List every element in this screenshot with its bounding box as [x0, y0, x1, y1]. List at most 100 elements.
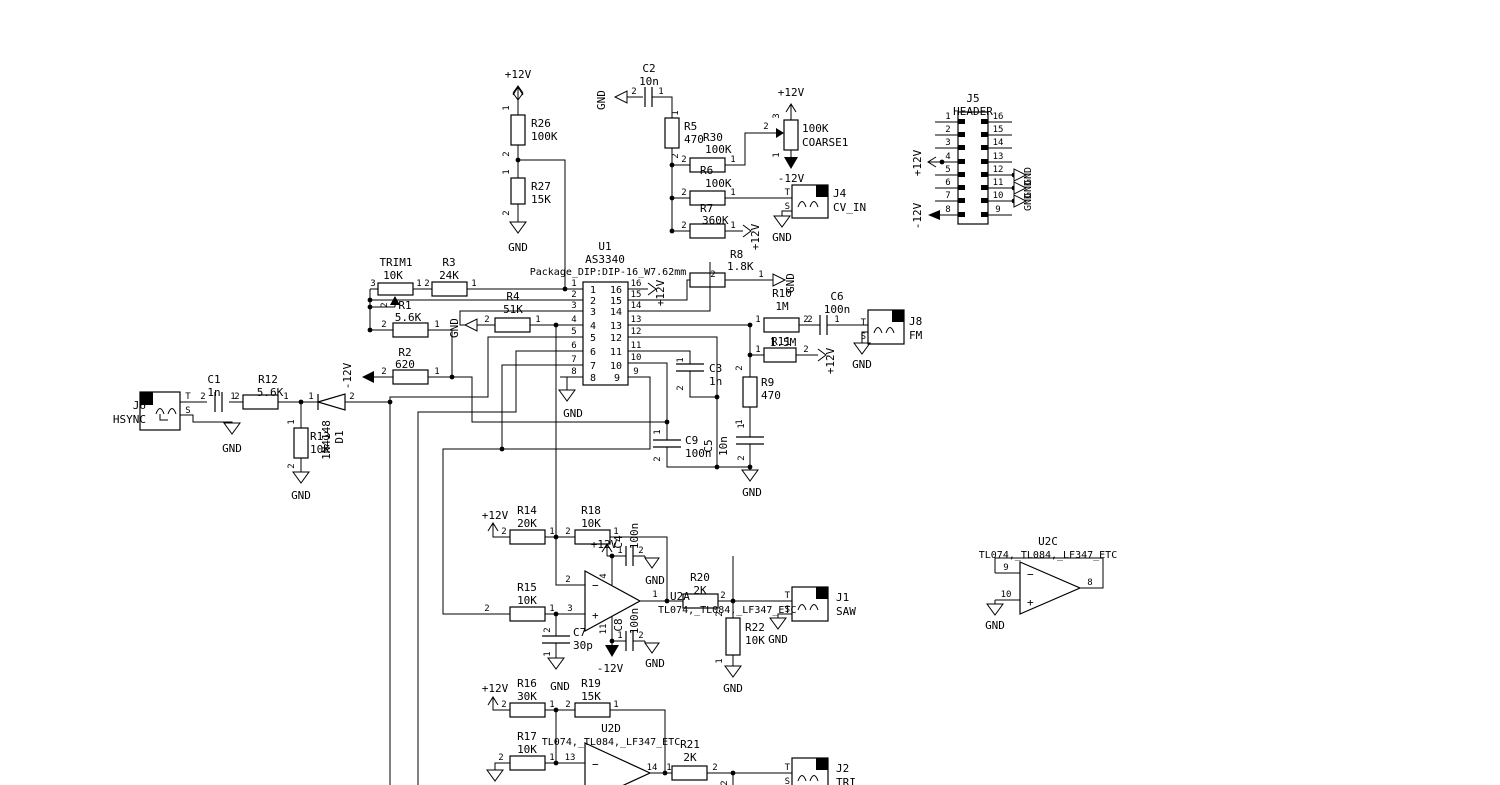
resistor-r16[interactable] — [509, 702, 546, 718]
pin-label: 1 — [737, 423, 747, 428]
resistor-r10[interactable] — [763, 317, 800, 333]
pin-label: 2 — [349, 392, 354, 402]
resistor-r1[interactable] — [392, 322, 429, 338]
resistor-r15[interactable] — [509, 606, 546, 622]
resistor-r6[interactable] — [689, 190, 726, 206]
resistor-r19[interactable] — [574, 702, 611, 718]
resistor-r8[interactable] — [689, 272, 726, 288]
jack-j8[interactable] — [867, 309, 905, 345]
resistor-r12[interactable] — [242, 394, 279, 410]
ref-label: R26 — [531, 117, 551, 130]
capacitor-c5[interactable] — [736, 436, 764, 445]
value-label: FM — [909, 329, 923, 342]
capacitor-c3[interactable] — [676, 363, 704, 372]
ic-u1[interactable] — [560, 281, 645, 386]
ref-label: C7 — [573, 626, 586, 639]
value-label: 51K — [503, 303, 523, 316]
resistor-r17[interactable] — [509, 755, 546, 771]
net-label: -12V — [597, 662, 624, 675]
trimmer-trim1[interactable] — [377, 282, 414, 305]
value-label: 10n — [639, 75, 659, 88]
net-label: GND — [742, 486, 762, 499]
net-label: GND — [448, 318, 461, 338]
pin-label: 2 — [565, 575, 570, 585]
resistor-r13[interactable] — [293, 427, 309, 459]
pin-label: 1 — [758, 270, 763, 280]
potentiometer-coarse1[interactable] — [770, 119, 799, 151]
value-label: 100n — [628, 523, 641, 550]
pin-label: 2 — [710, 270, 715, 280]
pin-label: 15 — [993, 125, 1004, 135]
wires — [180, 96, 1104, 785]
ref-label: J6 — [133, 399, 146, 412]
resistor-r7[interactable] — [689, 223, 726, 239]
ref-label: C4 — [612, 535, 625, 549]
ref-label: C3 — [709, 362, 722, 375]
resistor-r20[interactable] — [682, 593, 719, 609]
capacitor-c8[interactable] — [625, 631, 634, 651]
ref-label: R14 — [517, 504, 537, 517]
capacitor-c2[interactable] — [644, 87, 653, 107]
resistor-r14[interactable] — [509, 529, 546, 545]
resistor-r30[interactable] — [689, 157, 726, 173]
junction-dots — [298, 157, 1017, 776]
pin-label: 1 — [658, 87, 663, 97]
pin-label: 2 — [712, 763, 717, 773]
header-j5[interactable] — [957, 111, 989, 225]
value-label: 100n — [685, 447, 712, 460]
resistor-r2[interactable] — [392, 369, 429, 385]
pin-label: 1 — [772, 152, 782, 157]
resistor-r26[interactable] — [510, 114, 526, 146]
value-label: 100K — [705, 143, 732, 156]
jack-j4[interactable] — [791, 184, 829, 219]
pin-label: S — [185, 406, 190, 416]
diode-d1[interactable] — [315, 393, 346, 411]
value-label: 30K — [517, 690, 537, 703]
capacitor-c4[interactable] — [625, 546, 634, 566]
value-label: 1n — [207, 386, 220, 399]
capacitor-c7[interactable] — [542, 635, 570, 644]
resistor-r11[interactable] — [763, 347, 797, 363]
pin-label: 4 — [599, 573, 609, 578]
resistor-r9[interactable] — [742, 376, 758, 408]
ref-label: C5 — [702, 439, 715, 452]
resistor-r27[interactable] — [510, 177, 526, 205]
value-label: 1.8K — [727, 260, 754, 273]
opamp-u2d[interactable] — [584, 742, 652, 785]
pin-label: 1 — [653, 429, 663, 434]
ref-label: C6 — [830, 290, 843, 303]
opamp-u2c[interactable] — [1019, 561, 1082, 615]
jack-j6[interactable] — [139, 391, 181, 431]
resistor-r5[interactable] — [664, 117, 680, 149]
pin-label: 1 — [671, 110, 681, 115]
pin-label: 2 — [807, 315, 812, 325]
resistor-r4[interactable] — [494, 317, 531, 333]
opamp-u2a[interactable] — [584, 569, 642, 633]
net-label: GND — [595, 90, 608, 110]
ref-label: J5 — [966, 92, 979, 105]
capacitor-c9[interactable] — [653, 439, 681, 448]
resistor-r18[interactable] — [574, 529, 611, 545]
pin-label: 1 — [613, 700, 618, 710]
ref-label: TRIM1 — [379, 256, 412, 269]
net-label: GND — [1023, 193, 1034, 211]
pin-label: T — [861, 318, 867, 328]
jack-j1[interactable] — [791, 586, 829, 622]
pin-label: 2 — [671, 153, 681, 158]
ref-label: R10 — [772, 287, 792, 300]
pin-label: 16 — [610, 285, 622, 296]
value-label: 10K — [517, 743, 537, 756]
jack-j2[interactable] — [791, 757, 829, 785]
net-label: GND — [1023, 167, 1034, 185]
resistor-r3[interactable] — [431, 281, 468, 297]
pin-label: 16 — [993, 112, 1004, 122]
capacitor-c1[interactable] — [214, 392, 223, 412]
resistor-r21[interactable] — [671, 765, 708, 781]
pin-label: 15 — [631, 290, 642, 300]
capacitor-c6[interactable] — [819, 315, 828, 335]
pin-label: 6 — [571, 341, 576, 351]
ref-label: U2A — [670, 590, 690, 603]
resistor-r22[interactable] — [725, 617, 741, 656]
value-label: HSYNC — [113, 413, 146, 426]
value-label: 1n — [709, 375, 722, 388]
